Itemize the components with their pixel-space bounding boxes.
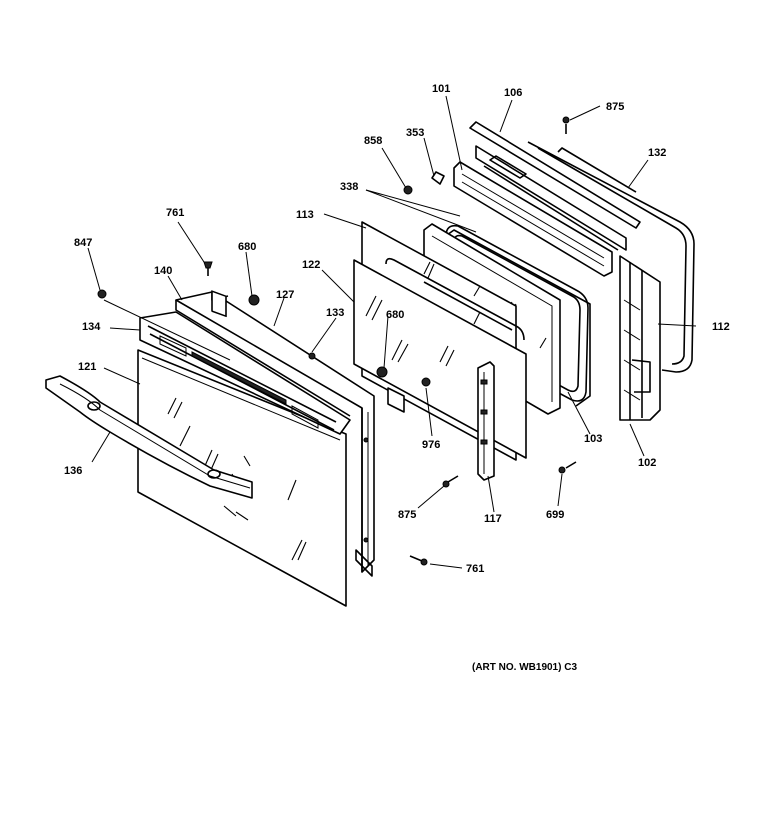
screw-699 bbox=[558, 461, 577, 474]
clip-353 bbox=[431, 171, 445, 185]
door-liner-rear bbox=[469, 121, 695, 373]
door-frame-side-102 bbox=[619, 255, 661, 421]
callout-103: 103 bbox=[584, 433, 602, 445]
callout-122: 122 bbox=[302, 259, 320, 271]
screw-976 bbox=[421, 377, 431, 387]
callout-102: 102 bbox=[638, 457, 656, 469]
hinge-bracket-976 bbox=[387, 387, 405, 413]
art-number: (ART NO. WB1901) C3 bbox=[472, 662, 577, 673]
callout-112: 112 bbox=[712, 321, 730, 333]
screw-847 bbox=[97, 289, 107, 299]
callout-134: 134 bbox=[82, 321, 101, 333]
callout-132: 132 bbox=[648, 147, 666, 159]
callout-136: 136 bbox=[64, 465, 82, 477]
callout-875-top: 875 bbox=[606, 101, 624, 113]
callout-140: 140 bbox=[154, 265, 172, 277]
callout-101: 101 bbox=[432, 83, 450, 95]
callout-127: 127 bbox=[276, 289, 294, 301]
callout-858: 858 bbox=[364, 135, 382, 147]
callout-338: 338 bbox=[340, 181, 358, 193]
callout-113: 113 bbox=[296, 209, 314, 221]
callout-847: 847 bbox=[74, 237, 92, 249]
callout-353: 353 bbox=[406, 127, 424, 139]
callout-labels: 101 106 875 858 353 132 338 113 761 680 … bbox=[64, 83, 730, 575]
leader-lines bbox=[87, 95, 697, 569]
callout-133: 133 bbox=[326, 307, 344, 319]
callout-976: 976 bbox=[422, 439, 440, 451]
screw-875-bottom bbox=[442, 475, 459, 488]
screw-761-bottom bbox=[409, 555, 428, 566]
callout-875-bottom: 875 bbox=[398, 509, 416, 521]
callout-117: 117 bbox=[484, 513, 502, 525]
callout-680-mid: 680 bbox=[386, 309, 404, 321]
callout-106: 106 bbox=[504, 87, 522, 99]
screw-680-top bbox=[248, 294, 260, 306]
screw-680-mid bbox=[376, 366, 388, 378]
callout-699: 699 bbox=[546, 509, 564, 521]
hinge-strip-117 bbox=[477, 361, 495, 481]
callout-121: 121 bbox=[78, 361, 96, 373]
callout-761-bottom: 761 bbox=[466, 563, 484, 575]
door-handle-136 bbox=[45, 375, 253, 499]
callout-761-top: 761 bbox=[166, 207, 184, 219]
door-outer-frame-127 bbox=[175, 290, 375, 577]
screw-761-top bbox=[203, 261, 213, 276]
callout-680-top: 680 bbox=[238, 241, 256, 253]
screw-875-top bbox=[562, 116, 570, 134]
